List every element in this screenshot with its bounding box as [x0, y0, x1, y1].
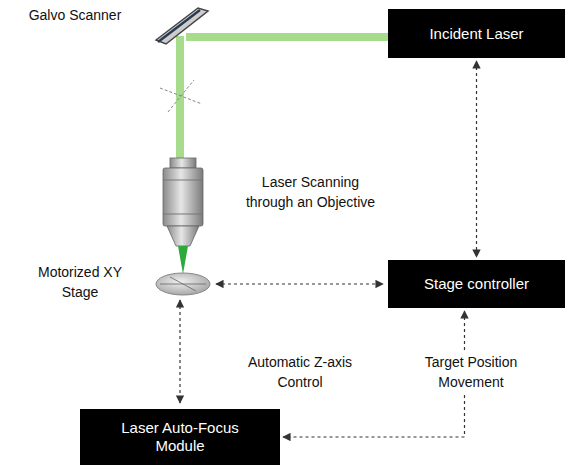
annotation-label: Galvo Scanner [20, 5, 130, 25]
xy-stage [156, 273, 210, 295]
process-box: Laser Auto-Focus Module [80, 409, 280, 465]
box-label: Stage controller [424, 275, 529, 293]
annotation-label: Automatic Z-axis Control [235, 352, 365, 393]
focused-beam [178, 246, 188, 274]
dotted-link [179, 300, 180, 403]
laser-beam [176, 36, 184, 160]
xy-stage [170, 277, 196, 291]
dotted-connector [476, 61, 477, 257]
objective [163, 214, 203, 215]
laser-beam [186, 33, 388, 41]
scan-mark [168, 80, 194, 112]
annotation-label: Laser Scanning through an Objective [238, 172, 383, 213]
objective [170, 158, 196, 168]
box-label: Incident Laser [429, 25, 523, 43]
objective [167, 226, 199, 246]
objective [163, 180, 203, 181]
process-box: Stage controller [388, 260, 565, 308]
annotation-label: Motorized XY Stage [30, 262, 130, 303]
galvo-mirror [156, 8, 208, 44]
objective [163, 168, 203, 226]
annotation-label: Target Position Movement [412, 352, 530, 393]
galvo-mirror [158, 10, 200, 42]
dotted-link [216, 283, 383, 284]
process-box: Incident Laser [388, 9, 565, 58]
box-label: Laser Auto-Focus Module [105, 419, 255, 455]
